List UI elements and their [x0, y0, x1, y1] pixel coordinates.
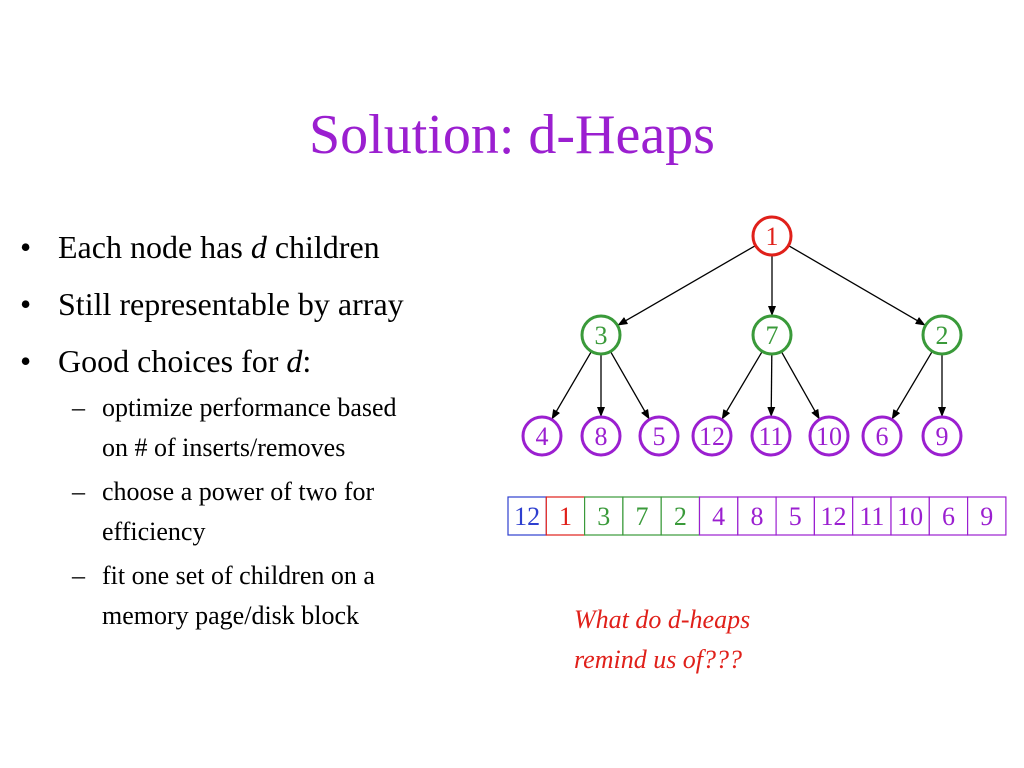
- array-cell: [737, 496, 777, 536]
- tree-edge: [788, 244, 926, 326]
- sub-bullet-item: choose a power of two for efficiency: [58, 472, 498, 552]
- tree-node: [921, 314, 963, 356]
- bullet-item: Still representable by array: [18, 285, 498, 323]
- array-cell-label: 8: [750, 502, 763, 531]
- bullet-item: Good choices for d: optimize performance…: [18, 342, 498, 636]
- sub-bullet-list: optimize performance based on # of inser…: [58, 388, 498, 636]
- tree-edge: [721, 351, 763, 420]
- tree-node-label: 2: [936, 321, 949, 350]
- tree-node-label: 11: [758, 422, 783, 451]
- question-text: What do d-heaps remind us of???: [574, 600, 834, 680]
- array-cell: [928, 496, 969, 536]
- tree-node: [861, 415, 903, 457]
- bullet-list: Each node has d children Still represent…: [18, 228, 498, 655]
- tree-node: [638, 415, 680, 457]
- tree-edge: [617, 244, 756, 326]
- array-cell: [775, 496, 815, 536]
- tree-node-label: 3: [595, 321, 608, 350]
- sub-bullet-line: efficiency: [102, 517, 206, 546]
- array-cell: [813, 496, 854, 536]
- bullet-item: Each node has d children: [18, 228, 498, 266]
- tree-node: [751, 314, 793, 356]
- tree-node: [691, 415, 733, 457]
- array-cell: [890, 496, 930, 536]
- tree-node: [921, 415, 963, 457]
- tree-node-label: 4: [536, 422, 549, 451]
- bullet-text: :: [302, 343, 312, 379]
- array-cell: [966, 496, 1007, 536]
- array-cell: [507, 496, 547, 536]
- tree-node-label: 12: [699, 422, 725, 451]
- bullet-text: Each node has: [58, 229, 251, 265]
- bullet-italic: d: [286, 343, 303, 379]
- tree-node-label: 10: [816, 422, 842, 451]
- tree-edge: [551, 351, 592, 420]
- sub-bullet-line: on # of inserts/removes: [102, 433, 346, 462]
- tree-node: [751, 215, 793, 257]
- question-line: What do d-heaps: [574, 605, 751, 634]
- array-cell-label: 7: [636, 502, 649, 531]
- array-cell: [698, 496, 739, 536]
- array-cell: [583, 496, 624, 536]
- tree-edge: [780, 351, 820, 420]
- sub-bullet-line: optimize performance based: [102, 393, 397, 422]
- tree-node: [750, 415, 792, 457]
- array-cell: [545, 496, 586, 536]
- tree-node: [808, 415, 850, 457]
- bullet-text: Still representable by array: [58, 286, 404, 322]
- bullet-italic: d: [250, 229, 267, 265]
- tree-edge: [767, 353, 776, 418]
- array-cell-label: 12: [821, 502, 847, 531]
- bullet-text: children: [266, 229, 380, 265]
- tree-node: [580, 314, 622, 356]
- bullet-text: Good choices for: [58, 343, 287, 379]
- array-cell-label: 11: [859, 502, 884, 531]
- tree-node-label: 6: [876, 422, 889, 451]
- sub-bullet-item: optimize performance based on # of inser…: [58, 388, 498, 468]
- array-cell: [660, 496, 701, 536]
- array-cell-label: 10: [897, 502, 923, 531]
- tree-node: [521, 415, 563, 457]
- array-cell-label: 4: [712, 502, 725, 531]
- tree-edge: [609, 351, 650, 420]
- tree-node: [580, 415, 622, 457]
- array-cell-label: 2: [674, 502, 687, 531]
- sub-bullet-line: memory page/disk block: [102, 601, 360, 630]
- sub-bullet-line: fit one set of children on a: [102, 561, 375, 590]
- question-line: remind us of???: [574, 645, 743, 674]
- slide-title: Solution: d-Heaps: [309, 104, 715, 166]
- array-cell-label: 3: [597, 502, 610, 531]
- tree-edge: [891, 351, 933, 420]
- tree-node-label: 7: [766, 321, 779, 350]
- sub-bullet-item: fit one set of children on a memory page…: [58, 556, 498, 636]
- sub-bullet-line: choose a power of two for: [102, 477, 375, 506]
- tree-node-label: 5: [653, 422, 666, 451]
- tree-node-label: 1: [766, 222, 779, 251]
- tree-node-label: 9: [936, 422, 949, 451]
- array-cell-label: 5: [789, 502, 802, 531]
- array-cell: [852, 496, 892, 536]
- array-cell-label: 9: [980, 502, 993, 531]
- array-cell-label: 1: [559, 502, 572, 531]
- array-cell-label: 12: [514, 502, 540, 531]
- array-cell-label: 6: [942, 502, 955, 531]
- tree-node-label: 8: [595, 422, 608, 451]
